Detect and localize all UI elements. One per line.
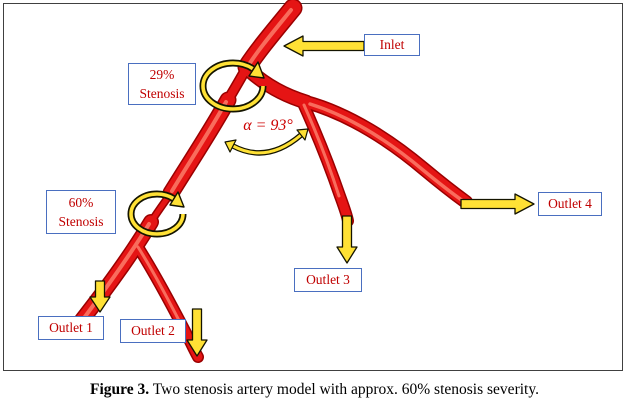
stenosis-29-word: Stenosis	[139, 86, 185, 101]
stenosis-60-word: Stenosis	[58, 214, 104, 229]
stenosis2-arrowhead-icon	[169, 191, 185, 208]
stenosis1-circular-arrow-icon	[199, 59, 267, 113]
artery-highlight-stroke	[170, 100, 228, 193]
callout-arrows	[89, 35, 535, 357]
outlet4-arrow-icon	[460, 193, 535, 215]
artery-highlight-stroke	[246, 8, 293, 68]
figure-caption: Figure 3. Two stenosis artery model with…	[0, 381, 629, 399]
stenosis-29-label-box: 29% Stenosis	[128, 63, 196, 105]
outlet3-arrow-icon	[336, 215, 358, 264]
artery-highlight-stroke	[302, 103, 341, 198]
outlet1-label: Outlet 1	[49, 320, 93, 335]
outlet2-label-box: Outlet 2	[120, 319, 186, 343]
figure-caption-text: Two stenosis artery model with approx. 6…	[149, 381, 539, 398]
inlet-label-box: Inlet	[364, 34, 420, 56]
stenosis1-arrowhead-icon	[248, 61, 265, 79]
figure-frame	[3, 3, 623, 371]
inlet-arrow-icon	[283, 35, 365, 57]
artery-highlight-stroke	[82, 222, 151, 320]
artery-tree-outline	[74, 0, 473, 363]
outlet1-label-box: Outlet 1	[38, 316, 104, 340]
angle-arc-left-arrowhead-icon	[224, 139, 237, 153]
outlet2-label: Outlet 2	[131, 323, 175, 338]
stenosis-60-label-box: 60% Stenosis	[46, 190, 116, 234]
artery-tree	[75, 0, 472, 362]
artery-highlight-stroke	[136, 245, 186, 332]
angle-label: α = 93°	[243, 117, 293, 134]
angle-arc-right-arrowhead-icon	[296, 128, 309, 141]
outlet3-label: Outlet 3	[306, 272, 350, 287]
artery-tree-highlight	[82, 8, 465, 332]
outlet2-arrow-icon	[186, 308, 208, 357]
angle-arc-icon	[224, 128, 309, 156]
artery-highlight-stroke	[308, 102, 465, 203]
inlet-label: Inlet	[379, 37, 405, 52]
outlet4-label: Outlet 4	[548, 196, 592, 211]
outlet1-arrow-icon	[89, 280, 111, 313]
stenosis-29-pct: 29%	[149, 67, 175, 82]
stenosis2-circular-arrow-icon	[127, 190, 187, 238]
outlet3-label-box: Outlet 3	[294, 268, 362, 292]
figure-caption-number: Figure 3.	[90, 381, 150, 398]
outlet4-label-box: Outlet 4	[538, 192, 602, 216]
stenosis-60-pct: 60%	[68, 195, 94, 210]
